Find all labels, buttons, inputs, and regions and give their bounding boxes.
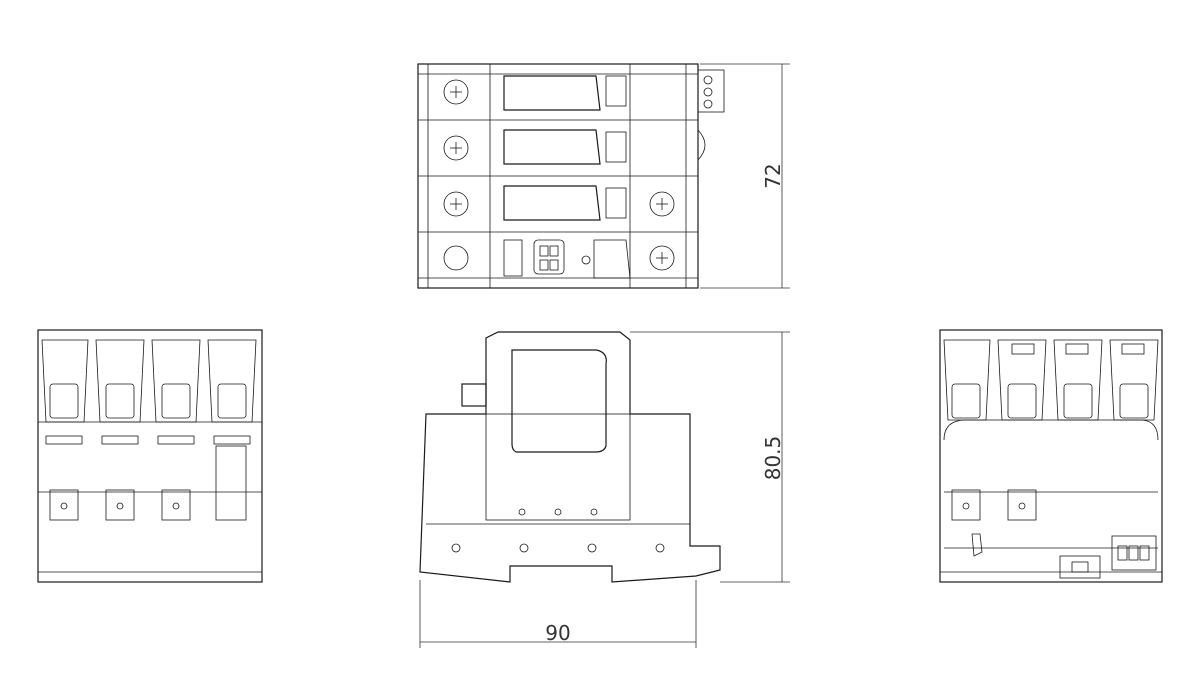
front-view: 80.5 90 bbox=[419, 331, 790, 648]
screw-icon bbox=[443, 79, 469, 105]
dimension-height-front: 80.5 bbox=[761, 436, 785, 481]
pole-column bbox=[1109, 339, 1159, 421]
screw-icon bbox=[443, 191, 469, 217]
pole-column bbox=[41, 339, 89, 521]
left-side-view bbox=[37, 329, 263, 583]
screw-icon bbox=[443, 135, 469, 161]
dimension-height-top: 72 bbox=[761, 163, 785, 188]
dimension-width-front: 90 bbox=[545, 621, 570, 645]
screw-icon bbox=[649, 245, 675, 271]
pole-column bbox=[943, 339, 991, 521]
pole-column bbox=[151, 339, 201, 521]
top-view: 72 bbox=[417, 63, 790, 289]
module-window bbox=[503, 185, 627, 221]
screw-icon bbox=[649, 191, 675, 217]
pole-column bbox=[997, 339, 1047, 521]
pole-column bbox=[207, 339, 257, 521]
pole-column bbox=[95, 339, 145, 521]
pole-column bbox=[1053, 339, 1103, 421]
module-window bbox=[503, 129, 627, 165]
module-window bbox=[503, 75, 627, 111]
right-side-view bbox=[939, 329, 1163, 583]
